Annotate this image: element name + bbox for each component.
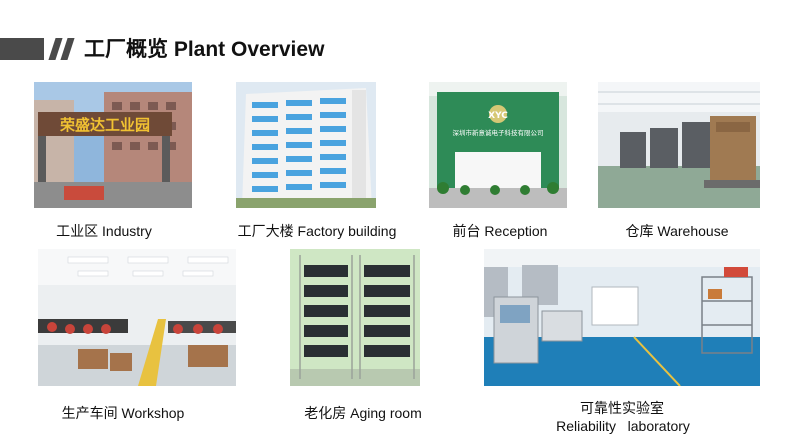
factory-building-photo: [236, 82, 376, 208]
caption-warehouse: 仓库 Warehouse: [625, 223, 729, 239]
reliability-lab-photo: [484, 249, 760, 386]
page-title: 工厂概览 Plant Overview: [84, 38, 325, 61]
reception-photo: XYC 深圳市新意诚电子科技有限公司: [429, 82, 567, 208]
warehouse-photo: [598, 82, 760, 208]
caption-factory-building: 工厂大楼 Factory building: [237, 223, 397, 239]
industry-photo: 荣盛达工业园: [34, 82, 192, 208]
caption-reception: 前台 Reception: [452, 223, 548, 239]
header-stripe: [60, 38, 75, 60]
caption-industry: 工业区 Industry: [56, 223, 152, 239]
reception-company-text: 深圳市新意诚电子科技有限公司: [453, 128, 544, 137]
caption-aging-room: 老化房 Aging room: [304, 405, 422, 421]
header-accent-bar: [0, 38, 44, 60]
reception-logo-text: XYC: [488, 111, 508, 121]
caption-workshop: 生产车间 Workshop: [61, 405, 185, 421]
caption-reliability-lab-cn: 可靠性实验室: [580, 400, 664, 416]
gate-sign-text: 荣盛达工业园: [59, 116, 150, 134]
caption-reliability-lab-en: Reliability laboratory: [556, 418, 690, 434]
workshop-photo: [38, 249, 236, 386]
aging-room-photo: [290, 249, 420, 386]
